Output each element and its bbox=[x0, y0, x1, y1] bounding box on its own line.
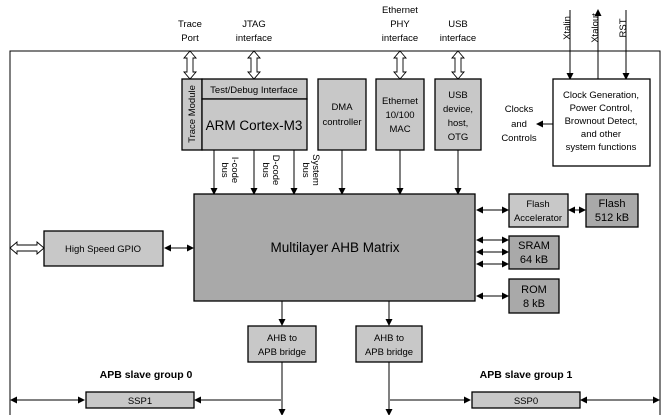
high-speed-gpio-label: High Speed GPIO bbox=[65, 244, 141, 255]
jtag-label-line2: interface bbox=[236, 33, 272, 44]
ethernet-mac-label-line3: MAC bbox=[389, 124, 410, 135]
flash-accel-label-line1: Flash bbox=[526, 199, 549, 210]
rom-label-line2: 8 kB bbox=[523, 298, 545, 310]
dma-label-line1: DMA bbox=[331, 102, 353, 113]
ethernet-phy-hollow-arrow bbox=[393, 50, 407, 80]
trace-port-label: Trace Port bbox=[178, 19, 202, 44]
arm-cortex-m3-block bbox=[201, 98, 308, 151]
ethernet-phy-label-line3: interface bbox=[382, 33, 418, 44]
clock-gen-label-line1: Clock Generation, bbox=[563, 90, 639, 101]
jtag-hollow-arrow bbox=[247, 50, 261, 80]
usb-label-line1: USB bbox=[448, 90, 468, 101]
jtag-interface-label: JTAG interface bbox=[236, 19, 272, 44]
chip-boundary bbox=[9, 50, 661, 415]
sram-label-line1: SRAM bbox=[518, 240, 550, 252]
apb-slave-group-1-label: APB slave group 1 bbox=[480, 369, 573, 381]
ssp1-block bbox=[85, 391, 195, 409]
bridge0-label-line1: AHB to bbox=[267, 333, 297, 344]
icode-bus-label-line1: I-code bbox=[229, 157, 240, 183]
xtalout-label: Xtalout bbox=[590, 13, 601, 43]
rom-block bbox=[508, 278, 560, 314]
ssp0-block bbox=[471, 391, 581, 409]
ethernet-phy-label-line2: PHY bbox=[390, 19, 410, 30]
apb-slave-group-0-label: APB slave group 0 bbox=[100, 369, 193, 381]
dma-controller-block bbox=[317, 78, 367, 151]
test-debug-label: Test/Debug Interface bbox=[210, 85, 298, 96]
rom-label-line1: ROM bbox=[521, 284, 547, 296]
usb-label-line2: device, bbox=[443, 104, 473, 115]
usb-interface-label-line2: interface bbox=[440, 33, 476, 44]
gpio-pins-hollow-arrow bbox=[9, 241, 45, 255]
bridge1-label-line2: APB bridge bbox=[365, 347, 413, 358]
rst-label: RST bbox=[618, 18, 629, 37]
usb-label-line3: host, bbox=[448, 118, 469, 129]
flash-label-line1: Flash bbox=[599, 198, 626, 210]
system-bus-label-line1: System bbox=[310, 154, 321, 186]
clock-gen-label-line4: and other bbox=[581, 129, 621, 140]
clock-gen-label-line2: Power Control, bbox=[570, 103, 633, 114]
clocks-controls-line1: Clocks bbox=[505, 104, 534, 115]
jtag-label-line1: JTAG bbox=[242, 19, 266, 30]
clock-generation-block bbox=[552, 78, 651, 167]
usb-hollow-arrow bbox=[451, 50, 465, 80]
ahb-matrix-label: Multilayer AHB Matrix bbox=[270, 240, 399, 255]
ahb-to-apb-bridge-1 bbox=[355, 325, 423, 363]
usb-interface-label: USB interface bbox=[440, 19, 476, 44]
ethernet-phy-interface-label: Ethernet PHY interface bbox=[382, 5, 419, 44]
bridge0-label-line2: APB bridge bbox=[258, 347, 306, 358]
ethernet-mac-label-line2: 10/100 bbox=[385, 110, 414, 121]
ethernet-mac-block bbox=[375, 78, 425, 151]
multilayer-ahb-matrix-block bbox=[193, 193, 476, 302]
flash-memory-block bbox=[585, 193, 639, 228]
flash-accelerator-block bbox=[508, 193, 569, 228]
high-speed-gpio-block bbox=[43, 230, 164, 267]
dcode-bus-label-line2: bus bbox=[260, 162, 271, 178]
flash-label-line2: 512 kB bbox=[595, 212, 629, 224]
usb-interface-label-line1: USB bbox=[448, 19, 468, 30]
ethernet-phy-label-line1: Ethernet bbox=[382, 5, 418, 16]
trace-module-label: Trace Module bbox=[187, 85, 198, 143]
icode-bus-label-line2: bus bbox=[219, 162, 230, 178]
dcode-bus-label-line1: D-code bbox=[270, 155, 281, 186]
trace-port-label-line2: Port bbox=[181, 33, 199, 44]
clock-gen-label-line5: system functions bbox=[566, 142, 637, 153]
sram-block bbox=[508, 235, 560, 270]
clocks-controls-line3: Controls bbox=[501, 133, 537, 144]
ssp1-label: SSP1 bbox=[128, 396, 152, 407]
clocks-controls-line2: and bbox=[511, 119, 527, 130]
usb-label-line4: OTG bbox=[448, 132, 469, 143]
flash-accel-label-line2: Accelerator bbox=[514, 213, 562, 224]
arm-cortex-m3-label: ARM Cortex-M3 bbox=[206, 118, 303, 133]
sram-label-line2: 64 kB bbox=[520, 254, 548, 266]
bridge1-label-line1: AHB to bbox=[374, 333, 404, 344]
clock-gen-label-line3: Brownout Detect, bbox=[565, 116, 638, 127]
ethernet-mac-label-line1: Ethernet bbox=[382, 96, 418, 107]
dma-label-line2: controller bbox=[322, 117, 361, 128]
trace-port-label-line1: Trace bbox=[178, 19, 202, 30]
clocks-and-controls-label: Clocks and Controls bbox=[501, 104, 537, 144]
ssp0-label: SSP0 bbox=[514, 396, 538, 407]
system-bus-label-line2: bus bbox=[300, 162, 311, 178]
trace-port-hollow-arrow bbox=[183, 50, 197, 80]
xtalin-label: Xtalin bbox=[562, 16, 573, 40]
